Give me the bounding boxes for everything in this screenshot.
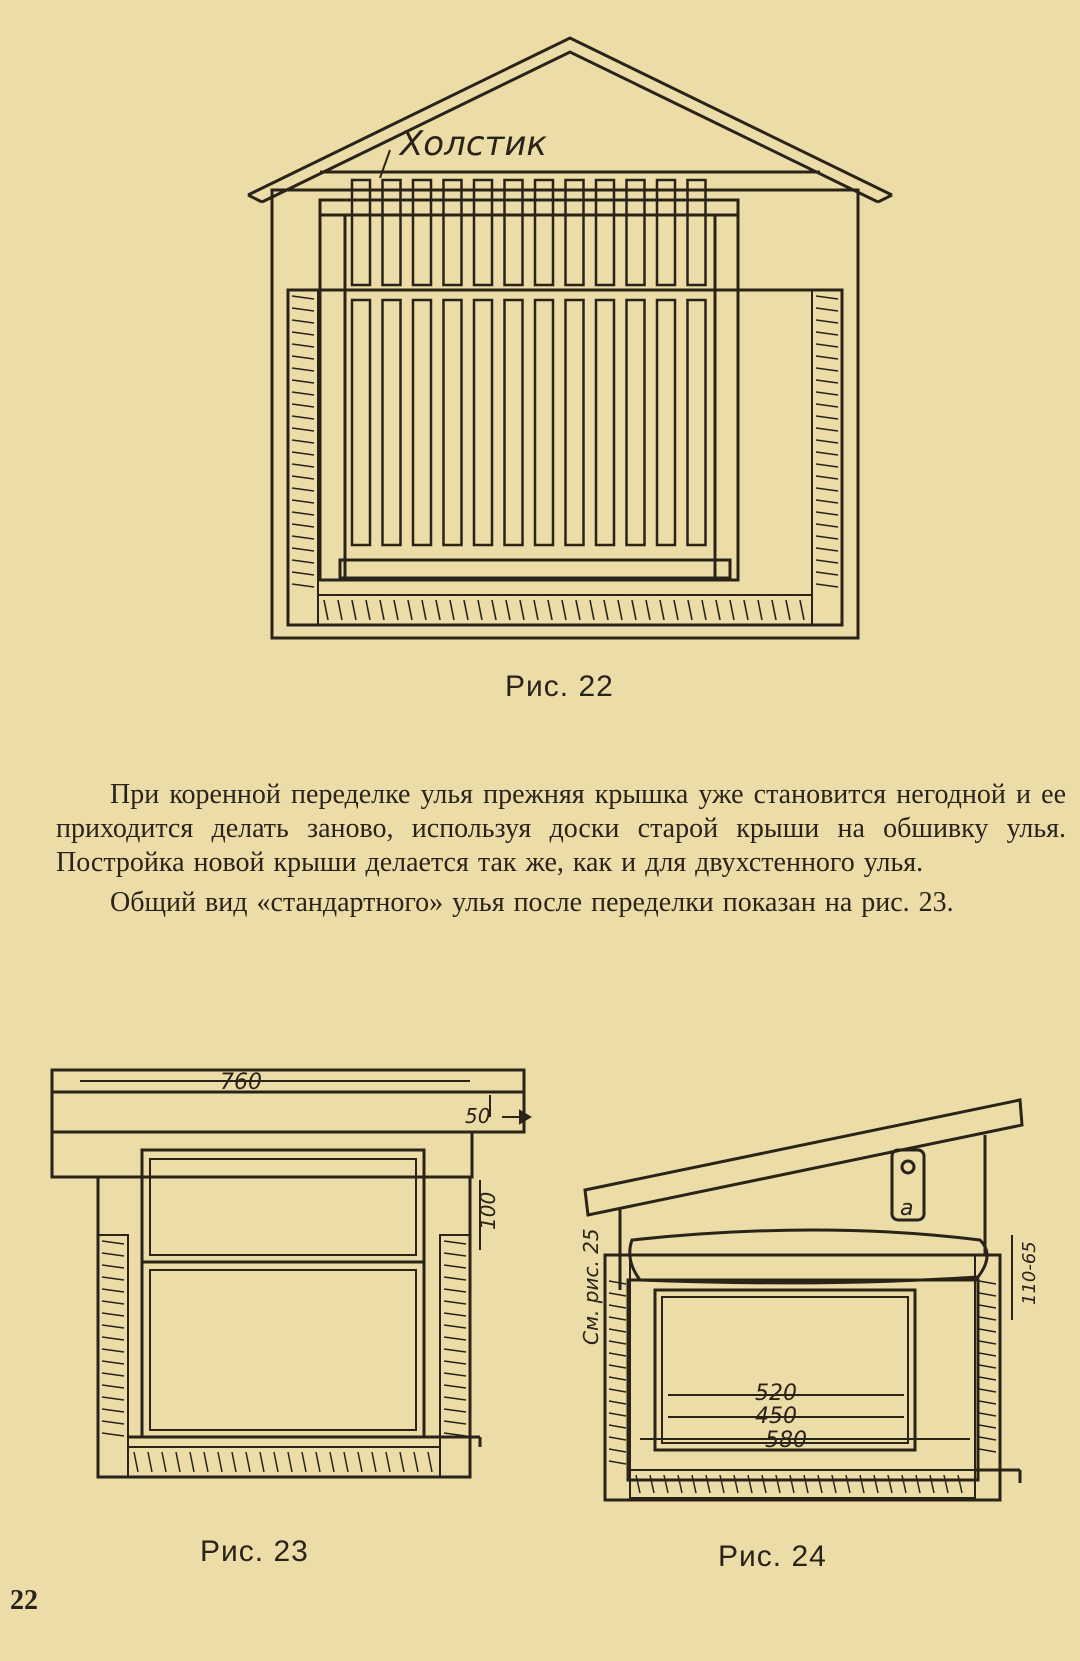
lower-frame xyxy=(533,298,555,547)
figure-22-caption: Рис. 22 xyxy=(505,670,614,703)
lower-frame xyxy=(411,298,433,547)
upper-frame xyxy=(533,178,555,287)
lower-frame xyxy=(350,298,372,547)
dim-580: 580 xyxy=(765,1428,807,1453)
lower-frame xyxy=(655,298,677,547)
upper-frame xyxy=(442,178,463,287)
lower-frame xyxy=(625,298,646,547)
page-number: 22 xyxy=(10,1585,38,1616)
paragraph-2: Общий вид «стандартного» улья после пере… xyxy=(110,887,954,918)
upper-frame xyxy=(503,178,524,287)
dim-100: 100 xyxy=(476,1192,500,1230)
upper-frame xyxy=(564,178,585,287)
lower-frame xyxy=(686,298,707,547)
upper-frame xyxy=(625,178,646,287)
sloped-roof xyxy=(583,1098,1024,1217)
upper-frame xyxy=(472,178,494,287)
see-fig-25-label: См. рис. 25 xyxy=(579,1228,603,1345)
figure-23-caption: Рис. 23 xyxy=(200,1535,309,1568)
dim-50: 50 xyxy=(465,1104,490,1128)
lower-frame xyxy=(381,298,402,547)
figure-24-caption: Рис. 24 xyxy=(718,1540,827,1573)
body-text: При коренной переделке улья прежняя крыш… xyxy=(56,778,1066,920)
upper-frame xyxy=(655,178,677,287)
dim-450: 450 xyxy=(755,1404,797,1429)
dim-110-65: 110-65 xyxy=(1019,1241,1040,1305)
lower-frame xyxy=(472,298,494,547)
lower-frame xyxy=(442,298,463,547)
dim-760: 760 xyxy=(220,1070,262,1095)
upper-frame xyxy=(686,178,707,287)
figure-23-hive-section: 760 50 100 xyxy=(50,1068,532,1479)
upper-frame xyxy=(381,178,402,287)
figure-24-hive-section: 520 450 580 110-65 а См. рис. 25 xyxy=(579,1098,1040,1502)
quilt-label: Холстик xyxy=(398,124,547,164)
lower-frame xyxy=(594,298,616,547)
roof-outline xyxy=(247,36,893,197)
figure-22-hive-cross-section: Холстик xyxy=(247,36,893,640)
lower-frame xyxy=(564,298,585,547)
paragraph-1: При коренной переделке улья прежняя крыш… xyxy=(56,779,1066,878)
upper-frame xyxy=(411,178,433,287)
dim-520: 520 xyxy=(755,1381,797,1406)
upper-frame xyxy=(594,178,616,287)
roof-inner xyxy=(261,50,879,204)
upper-frame xyxy=(350,178,372,287)
lower-frame xyxy=(503,298,524,547)
part-a-label: а xyxy=(900,1196,913,1221)
